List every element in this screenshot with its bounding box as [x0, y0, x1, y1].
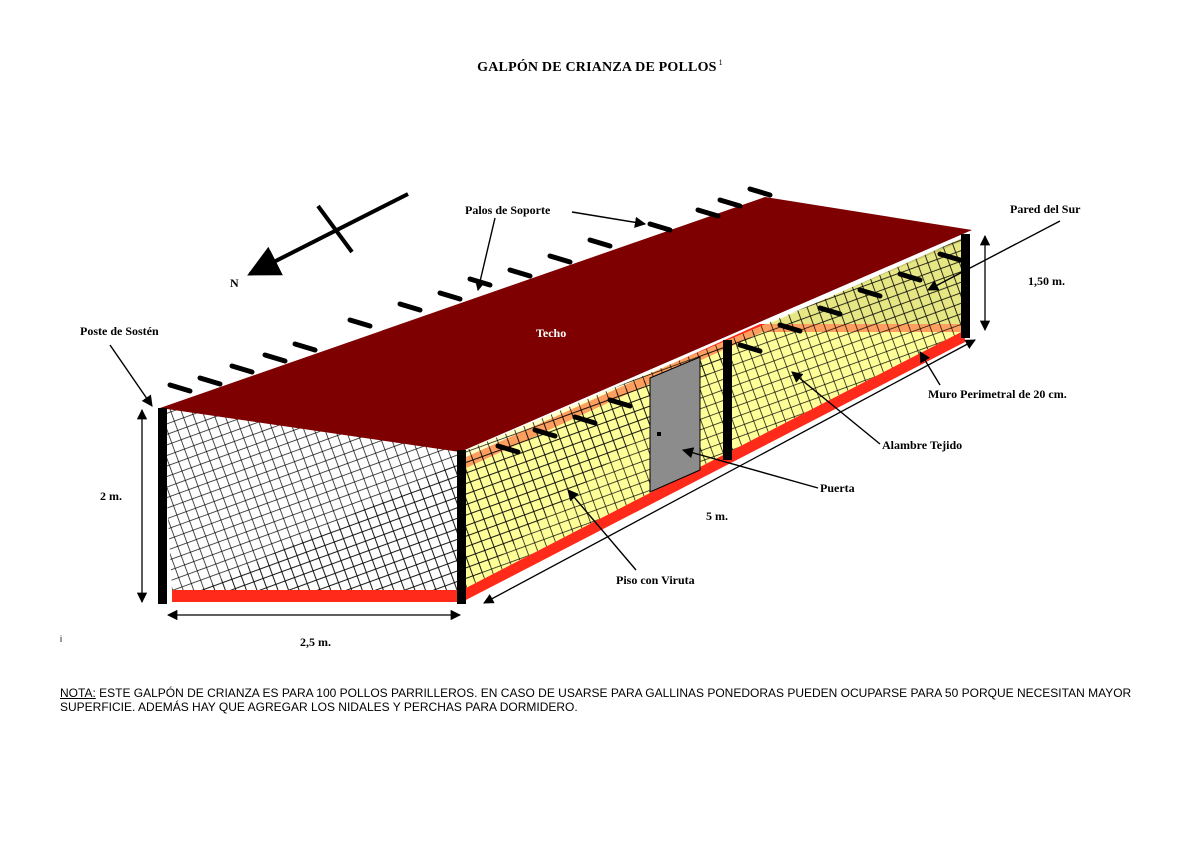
support-stick — [229, 363, 255, 375]
perimeter-wall-front — [172, 590, 462, 602]
support-stick — [437, 290, 463, 302]
support-stick — [817, 305, 843, 317]
note: NOTA: ESTE GALPÓN DE CRIANZA ES PARA 100… — [60, 686, 1160, 714]
support-stick — [197, 375, 223, 387]
stray-mark: i — [60, 634, 62, 644]
leader-south-wall — [927, 220, 1061, 291]
support-stick — [507, 267, 533, 279]
support-stick — [717, 197, 743, 209]
post-middle — [723, 340, 732, 460]
support-sticks — [167, 186, 963, 455]
title-text: GALPÓN DE CRIANZA DE POLLOS — [477, 60, 717, 75]
support-stick — [587, 237, 613, 249]
post-back — [961, 234, 970, 338]
post-front-right — [457, 450, 466, 604]
label-support-posts: Palos de Soporte — [465, 203, 551, 217]
support-stick — [647, 221, 673, 233]
label-post: Poste de Sostén — [80, 324, 159, 338]
leader-door — [681, 447, 819, 489]
support-stick — [857, 287, 883, 299]
leader-perimeter-wall — [919, 351, 941, 386]
label-floor: Piso con Viruta — [616, 573, 695, 587]
support-stick — [747, 186, 773, 198]
roof — [160, 197, 972, 452]
support-stick — [292, 341, 318, 353]
note-label: NOTA: — [60, 686, 96, 700]
note-text: ESTE GALPÓN DE CRIANZA ES PARA 100 POLLO… — [60, 686, 1132, 714]
leader-support-2 — [571, 211, 647, 228]
label-roof: Techo — [536, 326, 566, 340]
label-height-front: 2 m. — [100, 489, 122, 503]
north-label: N — [230, 276, 239, 290]
support-stick — [695, 207, 721, 219]
compass-arrow — [247, 192, 409, 276]
label-south-wall: Pared del Sur — [1010, 202, 1081, 216]
leader-floor — [567, 489, 637, 571]
label-wire-mesh: Alambre Tejido — [882, 438, 962, 452]
support-stick — [937, 251, 963, 263]
support-stick — [262, 352, 288, 364]
title-superscript: 1 — [718, 58, 723, 67]
leader-wire-mesh — [791, 371, 881, 445]
leader-arrows — [109, 211, 1061, 571]
post-front-left — [158, 408, 167, 604]
support-stick — [777, 322, 803, 334]
support-stick — [547, 253, 573, 265]
north-compass: N — [230, 192, 409, 290]
door — [649, 356, 701, 493]
compass-cross — [316, 204, 354, 254]
support-stick — [397, 301, 423, 313]
label-door: Puerta — [820, 481, 855, 495]
support-stick — [897, 271, 923, 283]
support-stick — [347, 317, 373, 329]
door-panel — [649, 356, 701, 493]
label-height-back: 1,50 m. — [1028, 274, 1065, 288]
dimension-lines — [136, 234, 991, 621]
label-perimeter-wall: Muro Perimetral de 20 cm. — [928, 387, 1067, 401]
dim-length-line — [483, 339, 976, 604]
label-width: 2,5 m. — [300, 635, 331, 649]
support-stick — [167, 382, 193, 394]
door-handle — [657, 432, 661, 436]
label-length: 5 m. — [706, 509, 728, 523]
leader-support-1 — [474, 217, 496, 292]
leader-post — [109, 344, 153, 407]
